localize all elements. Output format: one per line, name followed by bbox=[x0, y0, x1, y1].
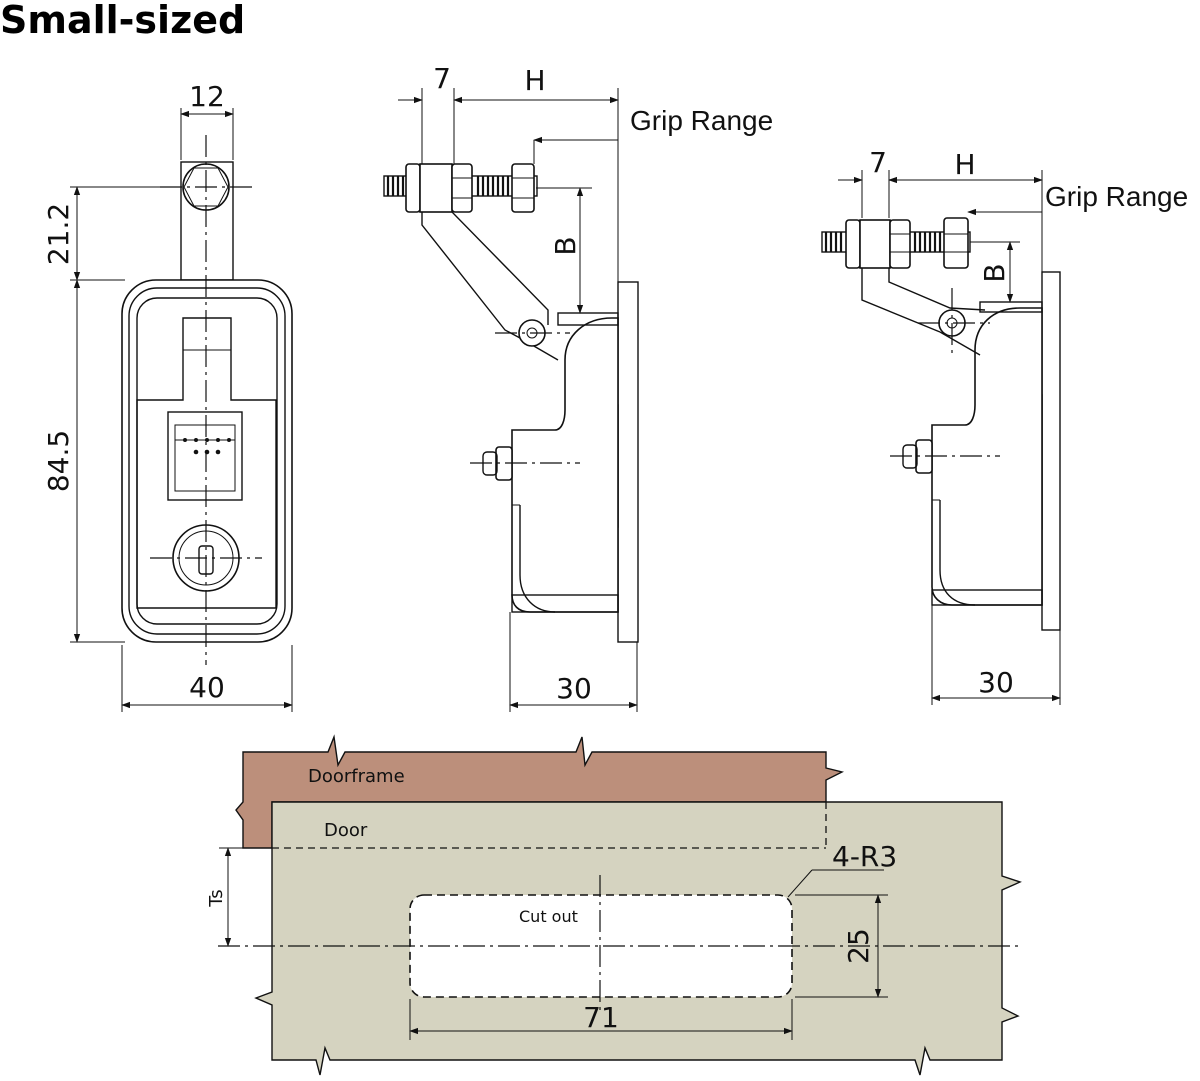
ts-label: Ts bbox=[206, 889, 227, 907]
dim-depth-2: 30 bbox=[978, 666, 1014, 699]
door-label: Door bbox=[324, 820, 368, 841]
dim-h: H bbox=[524, 64, 545, 97]
doorframe-label: Doorframe bbox=[308, 766, 405, 787]
dim-height-top: 21.2 bbox=[42, 203, 75, 265]
front-view: 12 21.2 84.5 40 bbox=[42, 80, 293, 712]
cutout-label: Cut out bbox=[519, 907, 578, 926]
page-title: Small-sized bbox=[0, 0, 245, 42]
dim-7: 7 bbox=[433, 62, 451, 95]
dim-cutout-width: 71 bbox=[583, 1001, 619, 1034]
radius-label: 4-R3 bbox=[832, 840, 897, 873]
dim-depth: 30 bbox=[556, 672, 592, 705]
dim-b-2: B bbox=[978, 263, 1011, 282]
grip-range-label-2: Grip Range bbox=[1045, 181, 1188, 212]
dim-h-2: H bbox=[954, 148, 975, 181]
dim-cutout-height: 25 bbox=[842, 928, 875, 964]
doorframe bbox=[235, 734, 845, 849]
dim-width-top: 12 bbox=[189, 80, 225, 113]
grip-range-label: Grip Range bbox=[630, 105, 773, 136]
side-view-1: 7 H Grip Range B 30 bbox=[383, 62, 773, 712]
dim-height-body: 84.5 bbox=[42, 430, 75, 492]
side-view-2: 7 H Grip Range B 30 bbox=[821, 146, 1188, 705]
dim-7-2: 7 bbox=[869, 146, 887, 179]
dim-width-body: 40 bbox=[189, 671, 225, 704]
cutout-view: Doorframe Door Cut out 4-R3 Ts 25 71 bbox=[206, 734, 1022, 1076]
dim-b: B bbox=[549, 236, 582, 255]
